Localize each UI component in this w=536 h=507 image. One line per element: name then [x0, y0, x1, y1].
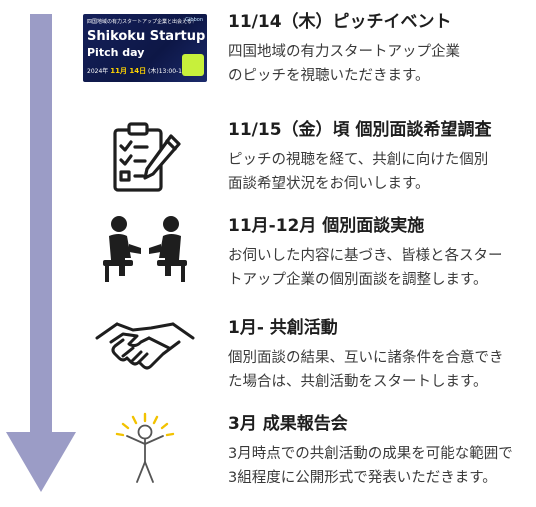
handshake-icon	[95, 322, 195, 370]
timeline-step-report: 3月 成果報告会 3月時点での共創活動の成果を可能な範囲で 3組程度に公開形式で…	[78, 412, 530, 507]
banner-date: 2024年 11月 14日 (木)13:00-17:00	[87, 66, 195, 76]
banner-top-text: 四国地域の有力スタートアップ企業と出会える！	[87, 19, 197, 25]
step-title: 11/15（金）頃 個別面談希望調査	[228, 120, 492, 140]
step-description-line: お伺いした内容に基づき、皆様と各スター	[228, 248, 503, 264]
step-description-line: ピッチの視聴を経て、共創に向けた個別	[228, 152, 489, 168]
step-description-line: 個別面談の結果、互いに諸条件を合意でき	[228, 350, 504, 366]
celebration-icon	[115, 412, 175, 483]
step-description-line: 3組程度に公開形式で発表いただきます。	[228, 470, 497, 486]
timeline-step-co-creation: 1月- 共創活動 個別面談の結果、互いに諸条件を合意でき た場合は、共創活動をス…	[78, 316, 530, 411]
step-title: 11月-12月 個別面談実施	[228, 216, 425, 236]
step-description-line: トアップ企業の個別面談を調整します。	[228, 272, 488, 288]
timeline-step-meetings: 11月-12月 個別面談実施 お伺いした内容に基づき、皆様と各スター トアップ企…	[78, 214, 530, 309]
step-description-line: た場合は、共創活動をスタートします。	[228, 374, 488, 390]
step-text: 11/15（金）頃 個別面談希望調査 ピッチの視聴を経て、共創に向けた個別 面談…	[228, 118, 528, 196]
step-description: 四国地域の有力スタートアップ企業 のピッチを視聴いただきます。	[228, 40, 528, 88]
event-banner-icon: 四国地域の有力スタートアップ企業と出会える！ Gibbon Shikoku St…	[78, 10, 212, 100]
banner-date-time: (木)13:00-17:00	[148, 68, 196, 75]
step-description: お伺いした内容に基づき、皆様と各スター トアップ企業の個別面談を調整します。	[228, 244, 528, 292]
clipboard-checklist-icon	[113, 122, 181, 192]
step-text: 1月- 共創活動 個別面談の結果、互いに諸条件を合意でき た場合は、共創活動をス…	[228, 316, 528, 394]
banner-date-day: 11月 14日	[110, 67, 147, 75]
banner-logo: Gibbon	[185, 17, 203, 23]
step-description: 個別面談の結果、互いに諸条件を合意でき た場合は、共創活動をスタートします。	[228, 346, 528, 394]
step-description-line: 面談希望状況をお伺いします。	[228, 176, 430, 192]
step-title: 1月- 共創活動	[228, 318, 338, 338]
banner-title-line2: Pitch day	[87, 46, 145, 59]
meeting-people-icon	[103, 216, 187, 282]
timeline-step-pitch-event: 四国地域の有力スタートアップ企業と出会える！ Gibbon Shikoku St…	[78, 10, 530, 105]
step-description: ピッチの視聴を経て、共創に向けた個別 面談希望状況をお伺いします。	[228, 148, 528, 196]
step-description-line: のピッチを視聴いただきます。	[228, 68, 430, 84]
timeline-step-survey: 11/15（金）頃 個別面談希望調査 ピッチの視聴を経て、共創に向けた個別 面談…	[78, 118, 530, 213]
step-description-line: 四国地域の有力スタートアップ企業	[228, 44, 460, 60]
banner-date-year: 2024年	[87, 68, 109, 75]
step-text: 3月 成果報告会 3月時点での共創活動の成果を可能な範囲で 3組程度に公開形式で…	[228, 412, 528, 490]
step-description-line: 3月時点での共創活動の成果を可能な範囲で	[228, 446, 513, 462]
timeline-arrow-head	[6, 432, 76, 492]
step-text: 11月-12月 個別面談実施 お伺いした内容に基づき、皆様と各スター トアップ企…	[228, 214, 528, 292]
banner-title-line1: Shikoku Startup	[87, 29, 206, 44]
step-title: 11/14（木）ピッチイベント	[228, 12, 452, 32]
timeline-arrow-shaft	[30, 14, 52, 434]
banner-badge	[182, 54, 204, 76]
step-text: 11/14（木）ピッチイベント 四国地域の有力スタートアップ企業 のピッチを視聴…	[228, 10, 528, 88]
step-title: 3月 成果報告会	[228, 414, 348, 434]
step-description: 3月時点での共創活動の成果を可能な範囲で 3組程度に公開形式で発表いただきます。	[228, 442, 528, 490]
event-banner: 四国地域の有力スタートアップ企業と出会える！ Gibbon Shikoku St…	[83, 14, 207, 82]
